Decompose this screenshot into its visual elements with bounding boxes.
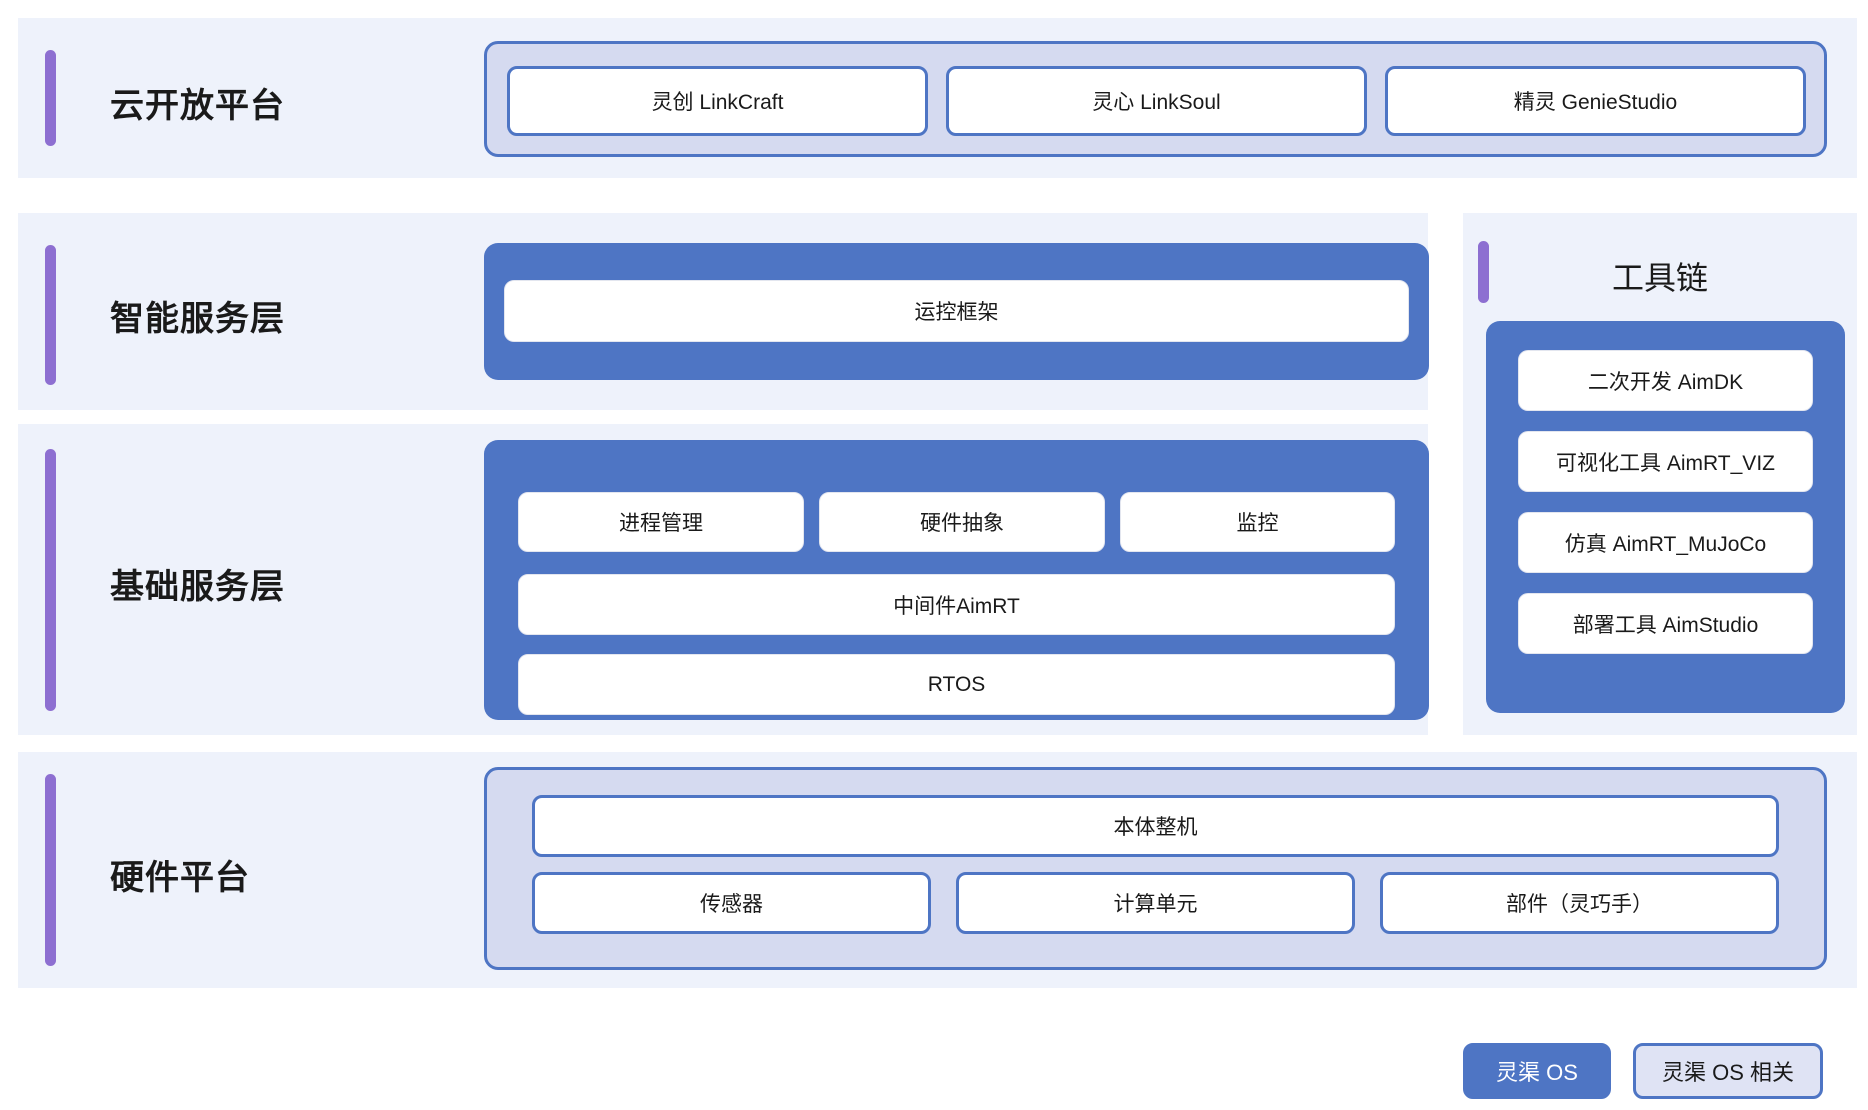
basic-item-process-management[interactable]: 进程管理 <box>518 492 804 552</box>
accent-bar-icon <box>45 774 56 966</box>
cloud-platform-container: 灵创 LinkCraft 灵心 LinkSoul 精灵 GenieStudio <box>484 41 1827 157</box>
legend-item-lingqu-os[interactable]: 灵渠 OS <box>1463 1043 1611 1099</box>
basic-item-hardware-abstraction[interactable]: 硬件抽象 <box>819 492 1105 552</box>
layer-row-basic-service: 基础服务层 进程管理 硬件抽象 监控 中间件AimRT RTOS <box>18 424 1429 735</box>
hardware-item-body-machine[interactable]: 本体整机 <box>532 795 1779 857</box>
layer-row-cloud-open-platform: 云开放平台 灵创 LinkCraft 灵心 LinkSoul 精灵 GenieS… <box>18 18 1857 178</box>
toolchain-item-aimrt-viz[interactable]: 可视化工具 AimRT_VIZ <box>1518 431 1813 492</box>
toolchain-title: 工具链 <box>1611 260 1708 296</box>
hardware-item-component-dexterous-hand[interactable]: 部件（灵巧手） <box>1380 872 1779 934</box>
cloud-item-linksoul[interactable]: 灵心 LinkSoul <box>946 66 1367 136</box>
basic-service-container: 进程管理 硬件抽象 监控 中间件AimRT RTOS <box>484 440 1429 720</box>
layer-title-intelligent-service: 智能服务层 <box>110 300 285 338</box>
basic-item-rtos[interactable]: RTOS <box>518 654 1395 715</box>
accent-bar-icon <box>45 50 56 146</box>
toolchain-item-aimrt-mujoco[interactable]: 仿真 AimRT_MuJoCo <box>1518 512 1813 573</box>
hardware-item-sensor[interactable]: 传感器 <box>532 872 931 934</box>
hardware-item-compute-unit[interactable]: 计算单元 <box>956 872 1355 934</box>
toolchain-panel: 工具链 二次开发 AimDK 可视化工具 AimRT_VIZ 仿真 AimRT_… <box>1463 213 1857 735</box>
layer-title-basic-service: 基础服务层 <box>110 568 285 606</box>
layer-row-intelligent-service: 智能服务层 运控框架 <box>18 213 1429 410</box>
intelligent-service-container: 运控框架 <box>484 243 1429 380</box>
hardware-platform-container: 本体整机 传感器 计算单元 部件（灵巧手） <box>484 767 1827 970</box>
cloud-item-geniestudio[interactable]: 精灵 GenieStudio <box>1385 66 1806 136</box>
service-item-motion-control-framework[interactable]: 运控框架 <box>504 280 1409 342</box>
layer-title-hardware-platform: 硬件平台 <box>110 859 250 897</box>
toolchain-container: 二次开发 AimDK 可视化工具 AimRT_VIZ 仿真 AimRT_MuJo… <box>1486 321 1845 713</box>
legend: 灵渠 OS 灵渠 OS 相关 <box>1463 1043 1824 1099</box>
toolchain-item-aimdk[interactable]: 二次开发 AimDK <box>1518 350 1813 411</box>
basic-item-middleware-aimrt[interactable]: 中间件AimRT <box>518 574 1395 635</box>
toolchain-item-aimstudio[interactable]: 部署工具 AimStudio <box>1518 593 1813 654</box>
accent-bar-icon <box>45 245 56 385</box>
layer-title-cloud-open-platform: 云开放平台 <box>110 87 285 125</box>
basic-item-monitoring[interactable]: 监控 <box>1120 492 1395 552</box>
accent-bar-icon <box>1478 241 1489 303</box>
cloud-item-linkcraft[interactable]: 灵创 LinkCraft <box>507 66 928 136</box>
accent-bar-icon <box>45 449 56 711</box>
layer-row-hardware-platform: 硬件平台 本体整机 传感器 计算单元 部件（灵巧手） <box>18 752 1857 988</box>
legend-item-lingqu-os-related[interactable]: 灵渠 OS 相关 <box>1633 1043 1824 1099</box>
